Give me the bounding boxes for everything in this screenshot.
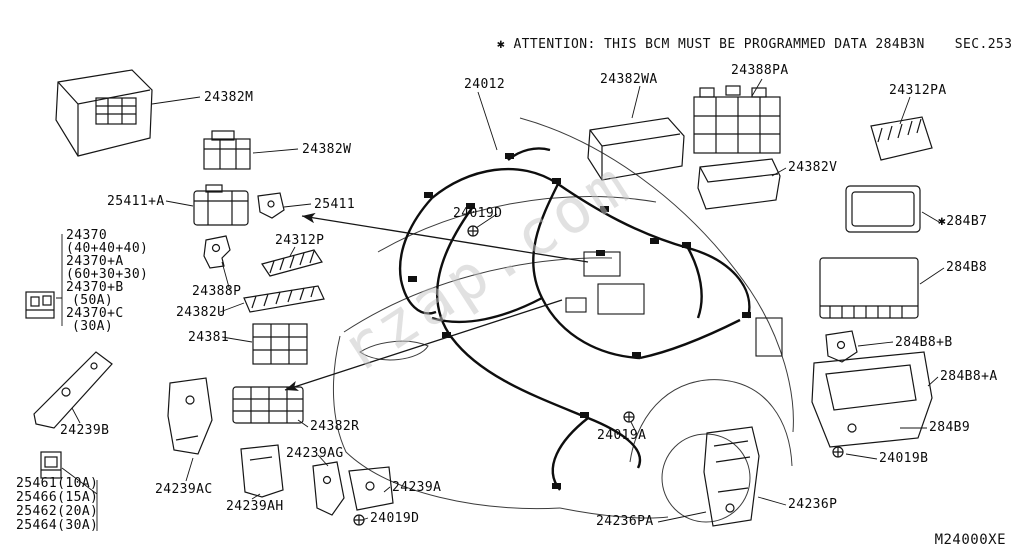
part-label-24370: 24370 [66, 228, 108, 243]
part-label-24382V: 24382V [788, 160, 838, 175]
diagram-code: M24000XE [934, 532, 1006, 548]
component-24382WA-drawing [587, 117, 685, 181]
component-284B8-drawing [819, 257, 919, 319]
part-label-24388PA: 24388PA [731, 63, 789, 78]
component-284B8B-drawing [825, 330, 858, 363]
component-24382M-drawing [55, 69, 153, 157]
part-label-24370B-amps: (50A) [72, 293, 114, 308]
part-label-24239B: 24239B [60, 423, 110, 438]
component-24236P-drawing [703, 426, 760, 527]
component-25461-fuse-drawing [40, 451, 62, 479]
screw-icon-24019D-top [467, 225, 479, 237]
component-24312P-drawing [261, 249, 323, 277]
part-label-284B8-plus-A: 284B8+A [940, 369, 998, 384]
component-24382U-drawing [243, 285, 325, 313]
part-label-24012: 24012 [464, 77, 506, 92]
component-24382W-drawing [203, 130, 251, 170]
component-24239AH-drawing [240, 444, 284, 498]
component-24312PA-drawing [870, 116, 933, 161]
screw-icon-24019A [623, 411, 635, 423]
component-drawings [25, 69, 933, 527]
component-284B8A-tray-drawing [811, 351, 933, 448]
part-label-24370C-amps: (30A) [72, 319, 114, 334]
part-label-25464: 25464(30A) [16, 518, 99, 533]
locator-arrows [284, 212, 589, 391]
part-label-24382U: 24382U [176, 305, 226, 320]
component-24388PA-drawing [693, 85, 781, 154]
component-24382R-drawing [232, 386, 304, 424]
part-label-284B8-plus-B: 284B8+B [895, 335, 953, 350]
part-label-284B9: 284B9 [929, 420, 971, 435]
part-label-25461: 25461(10A) [16, 476, 99, 491]
part-label-284B7: ✱284B7 [938, 214, 988, 229]
screw-icon-24019B [832, 446, 844, 458]
part-label-24382WA: 24382WA [600, 72, 658, 87]
part-label-25466: 25466(15A) [16, 490, 99, 505]
part-label-24236PA: 24236PA [596, 514, 654, 529]
part-label-24236P: 24236P [788, 497, 838, 512]
part-label-24019B: 24019B [879, 451, 929, 466]
component-24239B-drawing [33, 351, 113, 429]
component-284B7-drawing [845, 185, 921, 233]
part-label-24312P: 24312P [275, 233, 325, 248]
part-label-24239A: 24239A [392, 480, 442, 495]
component-24239A-drawing [348, 466, 394, 511]
part-label-25411-plus-A: 25411+A [107, 194, 165, 209]
part-label-284B8: 284B8 [946, 260, 988, 275]
part-label-24381: 24381 [188, 330, 230, 345]
harness-connectors [408, 153, 751, 489]
part-label-24370-plus-B: 24370+B [66, 280, 124, 295]
part-label-24370-plus-C: 24370+C [66, 306, 124, 321]
component-25411A-drawing [193, 184, 249, 226]
part-label-24019A: 24019A [597, 428, 647, 443]
part-label-24388P: 24388P [192, 284, 242, 299]
part-label-25462: 25462(20A) [16, 504, 99, 519]
component-24382V-drawing [697, 158, 781, 210]
component-24239AC-drawing [167, 377, 213, 455]
leader-lines [56, 78, 945, 531]
part-label-24382M: 24382M [204, 90, 254, 105]
part-label-24239AC: 24239AC [155, 482, 213, 497]
part-label-24019D-bottom: 24019D [370, 511, 420, 526]
screws [353, 225, 844, 526]
harness-wiring [398, 147, 751, 491]
attention-note: ✱ ATTENTION: THIS BCM MUST BE PROGRAMMED… [497, 37, 1012, 52]
part-label-24312PA: 24312PA [889, 83, 947, 98]
part-label-24382R: 24382R [310, 419, 360, 434]
component-24370-fuse-drawing [25, 291, 55, 319]
part-label-25411: 25411 [314, 197, 356, 212]
part-label-24239AH: 24239AH [226, 499, 284, 514]
component-24381-drawing [252, 323, 308, 365]
car-body-outline [332, 117, 794, 523]
part-label-24382W: 24382W [302, 142, 352, 157]
part-label-24370-amps: (40+40+40) [66, 241, 149, 256]
section-reference: SEC.253 [954, 37, 1013, 52]
part-label-24239AG: 24239AG [286, 446, 344, 461]
component-24239AG-drawing [312, 461, 345, 516]
component-24388P-drawing [203, 235, 231, 269]
part-label-24370-plus-A: 24370+A [66, 254, 124, 269]
component-25411-drawing [257, 192, 285, 219]
part-label-24370A-amps: (60+30+30) [66, 267, 149, 282]
part-label-24019D-top: 24019D [453, 206, 503, 221]
harness-mounted-boxes [565, 251, 783, 357]
attention-text: ✱ ATTENTION: THIS BCM MUST BE PROGRAMMED… [497, 37, 925, 52]
